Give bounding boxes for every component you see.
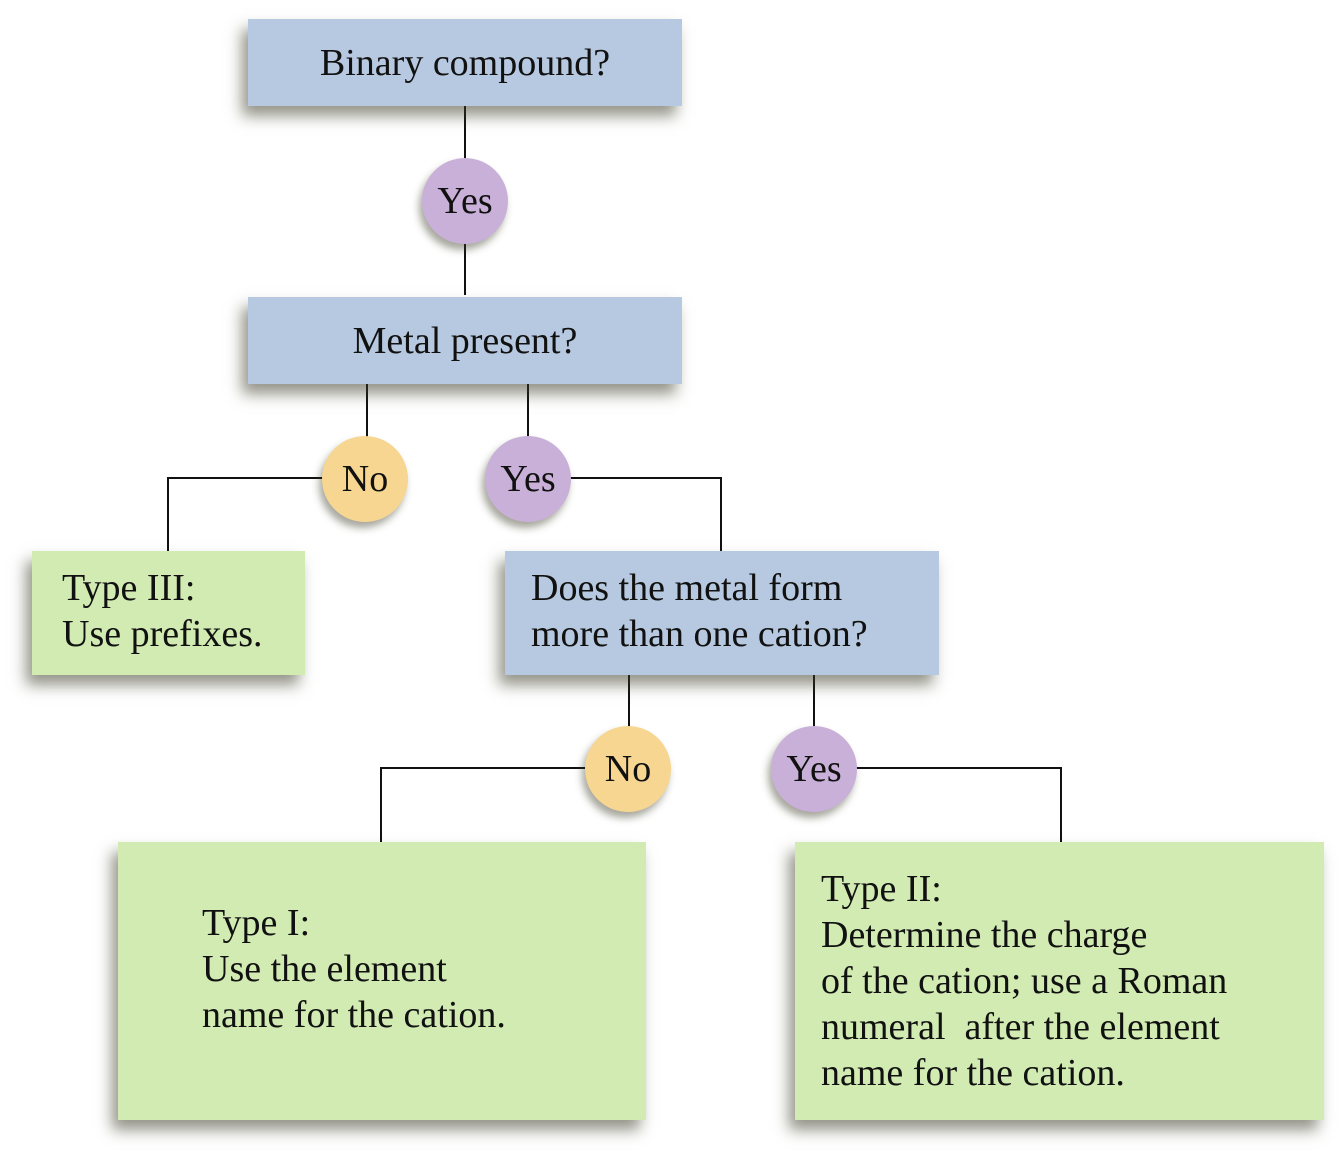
connector (560, 477, 722, 479)
no-node: No (322, 436, 408, 522)
yes-node: Yes (771, 726, 857, 812)
connector (366, 383, 368, 443)
yes-label: Yes (786, 748, 842, 790)
question-text: Metal present? (352, 319, 578, 362)
result-body: numeral after the element (821, 1006, 1220, 1048)
result-title: Type III: (62, 567, 196, 609)
binary-compound-question: Binary compound? (248, 19, 682, 106)
result-body: of the cation; use a Roman (821, 960, 1228, 1002)
connector (628, 673, 630, 733)
yes-label: Yes (437, 180, 493, 222)
no-label: No (604, 748, 652, 790)
result-body: Use the element (202, 948, 447, 990)
connector (720, 477, 722, 552)
question-text: Does the metal form (531, 567, 843, 609)
yes-node: Yes (422, 158, 508, 244)
no-node: No (585, 726, 671, 812)
result-body: Use prefixes. (62, 613, 263, 655)
connector (845, 767, 1062, 769)
result-body: name for the cation. (821, 1052, 1125, 1094)
no-label: No (341, 458, 389, 500)
yes-node: Yes (485, 436, 571, 522)
connector (380, 767, 382, 843)
result-title: Type I: (202, 902, 311, 944)
yes-label: Yes (500, 458, 556, 500)
metal-present-question: Metal present? (248, 297, 682, 384)
connector (167, 477, 337, 479)
connector (380, 767, 600, 769)
question-text: Binary compound? (319, 41, 611, 84)
type-two-result: Type II: Determine the charge of the cat… (795, 842, 1324, 1120)
connector (813, 673, 815, 733)
connector (1060, 767, 1062, 843)
connector (527, 383, 529, 443)
type-three-result: Type III: Use prefixes. (32, 551, 305, 675)
multiple-cation-question: Does the metal form more than one cation… (505, 551, 939, 675)
result-body: name for the cation. (202, 994, 506, 1036)
connector (167, 477, 169, 552)
result-title: Type II: (821, 868, 942, 910)
type-one-result: Type I: Use the element name for the cat… (118, 842, 646, 1120)
question-text: more than one cation? (531, 613, 868, 655)
result-body: Determine the charge (821, 914, 1148, 956)
